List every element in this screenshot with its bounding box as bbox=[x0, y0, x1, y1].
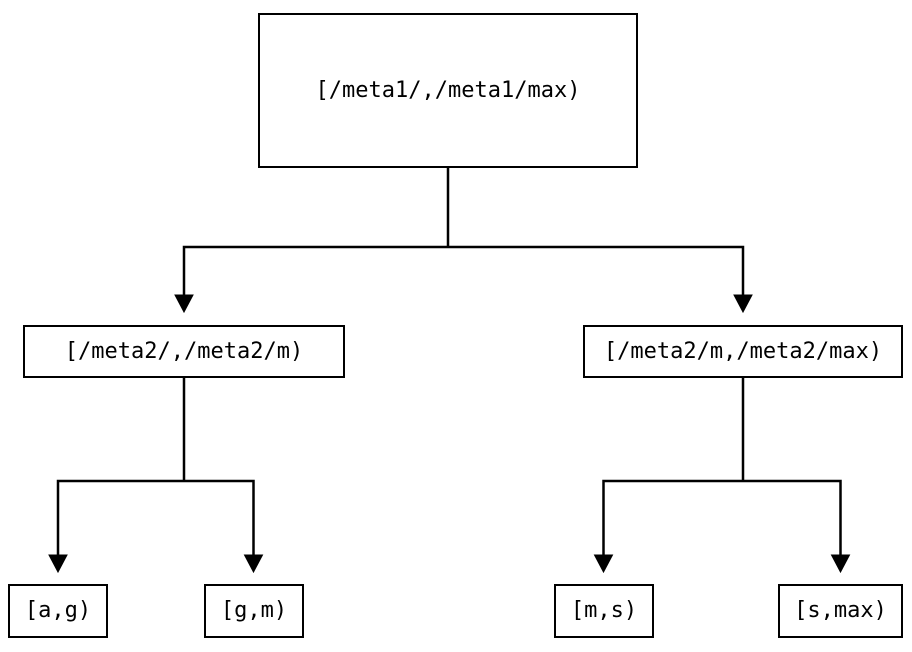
arrowhead-to-leaf-ag bbox=[48, 554, 68, 574]
node-meta2-left: [/meta2/,/meta2/m) bbox=[23, 325, 345, 378]
node-leaf-ag: [a,g) bbox=[8, 584, 108, 638]
node-leaf-smax-label: [s,max) bbox=[794, 598, 887, 623]
arrowhead-to-leaf-smax bbox=[830, 554, 851, 574]
arrowhead-to-meta2-left bbox=[174, 294, 194, 314]
node-root-label: [/meta1/,/meta1/max) bbox=[315, 77, 581, 103]
edge-meta2-right-split-bar bbox=[602, 479, 842, 556]
node-leaf-smax: [s,max) bbox=[778, 584, 903, 638]
node-leaf-ms: [m,s) bbox=[554, 584, 654, 638]
arrowhead-to-leaf-ms bbox=[593, 554, 614, 574]
arrowhead-to-leaf-gm bbox=[243, 554, 264, 574]
edge-meta2-left-split-bar bbox=[56, 479, 255, 556]
node-meta2-right-label: [/meta2/m,/meta2/max) bbox=[603, 338, 883, 364]
node-meta2-left-label: [/meta2/,/meta2/m) bbox=[64, 338, 304, 364]
node-meta2-right: [/meta2/m,/meta2/max) bbox=[583, 325, 903, 378]
edge-root-split-bar bbox=[182, 245, 745, 296]
node-root: [/meta1/,/meta1/max) bbox=[258, 13, 638, 168]
node-leaf-ms-label: [m,s) bbox=[570, 598, 638, 623]
node-leaf-gm: [g,m) bbox=[204, 584, 304, 638]
node-leaf-gm-label: [g,m) bbox=[220, 598, 288, 623]
node-leaf-ag-label: [a,g) bbox=[24, 598, 92, 623]
arrowhead-to-meta2-right bbox=[733, 294, 753, 314]
